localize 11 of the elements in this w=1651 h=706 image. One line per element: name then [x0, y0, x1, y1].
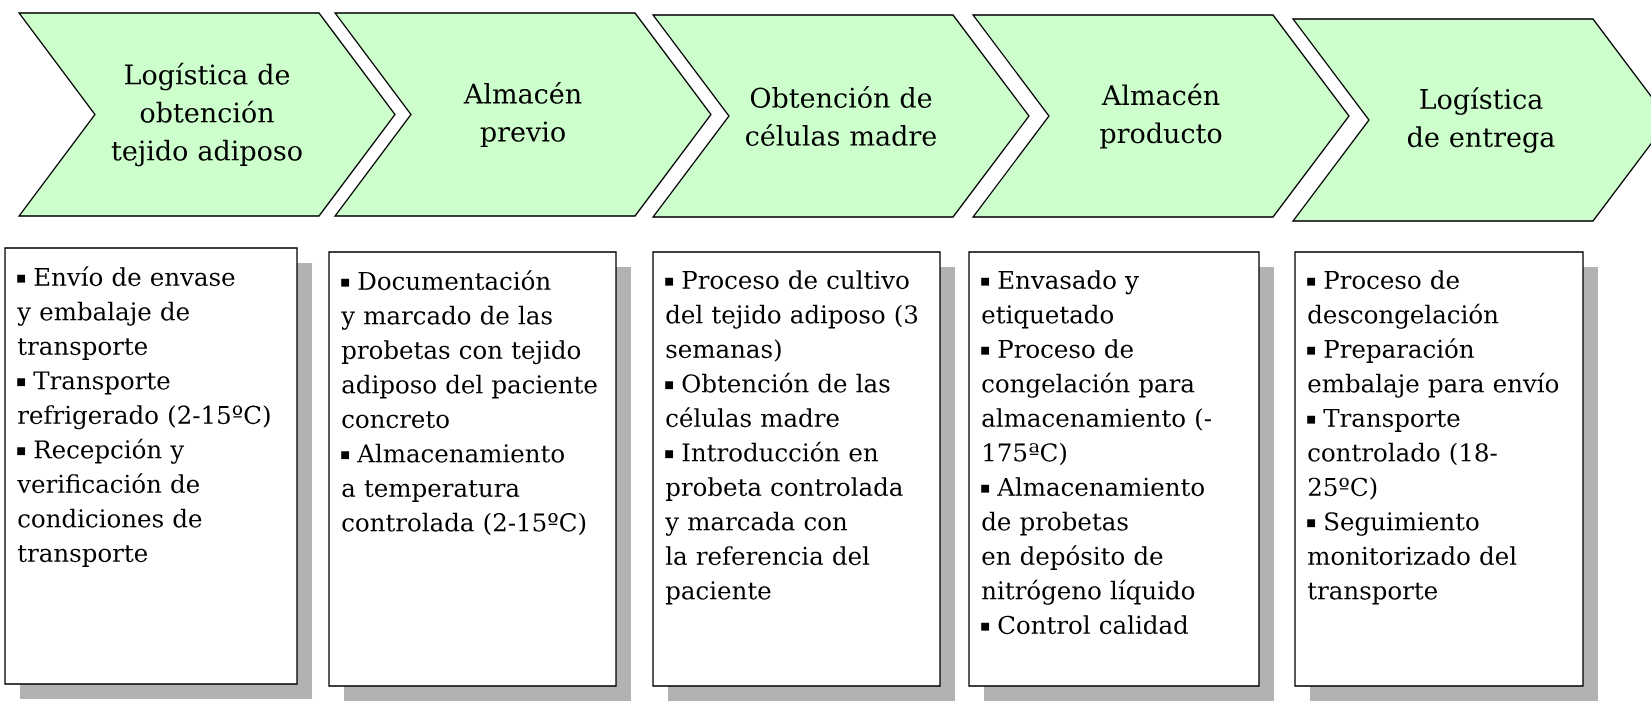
text-box: Envasado y etiquetado Proceso de congelación para almacenamiento (-175ªC) Almacenamiento de probetas en depósito de nitrógeno líquido Control calidad	[968, 251, 1274, 701]
process-step-banner: Almacén producto	[971, 14, 1350, 218]
process-step-banner: Obtención de células madre	[651, 14, 1030, 218]
process-step-banner: Almacén previo	[333, 12, 712, 217]
text-box: Proceso de cultivo del tejido adiposo (3 semanas) Obtención de las células madre Introducción en probeta controlada y marcada con la referencia del paciente	[652, 251, 955, 701]
process-step-banner: Logística de obtención tejido adiposo	[17, 12, 396, 217]
text-box: Documentación y marcado de las probetas con tejido adiposo del paciente concreto Almacenamiento a temperatura controlada (2-15ºC)	[328, 251, 631, 701]
node-label: Logística de entrega	[1407, 87, 1555, 153]
text-box: Envío de envase y embalaje de transporte Transporte refrigerado (2-15ºC) Recepción y verificación de condiciones de transporte	[4, 247, 312, 699]
process-step-banner: Logística de entrega	[1291, 18, 1651, 222]
text-box: Proceso de descongelación Preparación embalaje para envío Transporte controlado (18-25ºC) Seguimiento monitorizado del transporte	[1294, 251, 1598, 701]
